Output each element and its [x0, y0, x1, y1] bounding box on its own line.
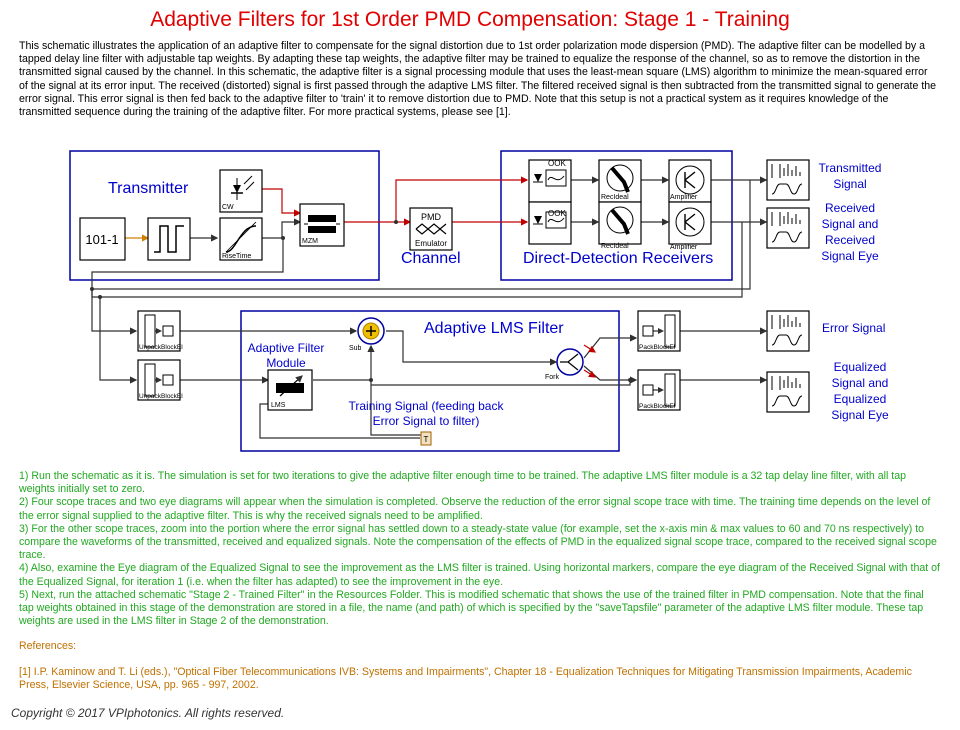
fork-module[interactable]: Fork	[545, 348, 584, 381]
transmitter-label: Transmitter	[108, 180, 189, 197]
equalized-signal-label: Equalized Signal and Equalized Signal Ey…	[831, 360, 889, 422]
ook-receiver-1[interactable]: OOK	[528, 159, 572, 203]
transmitter-wires	[91, 188, 412, 297]
channel-label: Channel	[401, 250, 461, 267]
fork-label: Fork	[545, 374, 560, 381]
amp1-label: Amplifier	[670, 194, 698, 201]
pack2-label: PackBlockEl	[639, 403, 676, 410]
references: References: [1] I.P. Kaminow and T. Li (…	[19, 640, 941, 693]
scope-transmitted[interactable]	[766, 159, 810, 201]
error-signal-label: Error Signal	[822, 321, 886, 335]
pmd-label: PMD	[421, 212, 442, 222]
subtractor-module[interactable]: Sub	[349, 317, 385, 352]
rec2-label: RecIdeal	[601, 243, 629, 250]
received-signal-label: Received Signal and Received Signal Eye	[821, 201, 879, 263]
ook1-label: OOK	[548, 159, 566, 168]
reference-1: [1] I.P. Kaminow and T. Li (eds.), "Opti…	[19, 666, 912, 692]
ook-receiver-2[interactable]: OOK	[528, 201, 572, 245]
unpack-block-2[interactable]: UnpackBlockEl	[137, 359, 183, 401]
mzm-label: MZM	[302, 238, 318, 245]
transmitted-signal-label: Transmitted Signal	[818, 161, 882, 191]
pmd-emulator-module[interactable]: PMD Emulator	[409, 207, 453, 251]
scope-equalized[interactable]	[766, 371, 810, 413]
afm-label: Adaptive Filter Module	[247, 341, 325, 370]
references-heading: References:	[19, 640, 77, 652]
step-2: 2) Four scope traces and two eye diagram…	[19, 496, 931, 522]
risetime-label: RiseTime	[222, 253, 251, 260]
pack-block-1[interactable]: PackBlockEl	[637, 310, 681, 352]
pack-block-2[interactable]: PackBlockEl	[637, 369, 681, 411]
lms-filter-module[interactable]: LMS	[267, 369, 313, 411]
receivers-label: Direct-Detection Receivers	[523, 250, 714, 267]
training-label: Training Signal (feeding back Error Sign…	[348, 399, 504, 428]
cw-laser-module[interactable]: CW	[219, 169, 263, 213]
page-title: Adaptive Filters for 1st Order PMD Compe…	[150, 8, 790, 31]
copyright: Copyright © 2017 VPIphotonics. All right…	[11, 706, 285, 720]
nrz-coder-module[interactable]	[147, 217, 191, 261]
sub-label: Sub	[349, 345, 362, 352]
amplifier-1[interactable]: Amplifier	[668, 159, 712, 203]
rec1-label: RecIdeal	[601, 194, 629, 201]
bit-sequence-label: 101-1	[85, 232, 118, 247]
unpack2-label: UnpackBlockEl	[139, 393, 183, 400]
junction-dots	[90, 220, 632, 382]
ook2-label: OOK	[548, 209, 566, 218]
rec-ideal-2[interactable]: RecIdeal	[598, 201, 642, 250]
unpack-block-1[interactable]: UnpackBlockEl	[137, 310, 183, 352]
emulator-label: Emulator	[415, 239, 447, 248]
scope-received[interactable]	[766, 207, 810, 249]
bit-generator-module[interactable]: 101-1	[79, 217, 126, 261]
amplifier-2[interactable]: Amplifier	[668, 201, 712, 251]
receiver-wires	[91, 176, 768, 384]
scope-error[interactable]	[766, 310, 810, 352]
step-5: 5) Next, run the attached schematic "Sta…	[19, 588, 924, 628]
lms-label: Adaptive LMS Filter	[424, 320, 564, 337]
lms-frame	[240, 310, 620, 452]
delay-module[interactable]: T	[420, 431, 432, 446]
mzm-module[interactable]: MZM	[299, 203, 345, 247]
receivers-frame	[500, 150, 733, 281]
pack1-label: PackBlockEl	[639, 344, 676, 351]
step-1: 1) Run the schematic as it is. The simul…	[19, 470, 907, 496]
transmitter-frame	[69, 150, 380, 281]
step-4: 4) Also, examine the Eye diagram of the …	[19, 562, 940, 588]
step-3: 3) For the other scope traces, zoom into…	[19, 522, 937, 562]
unpack1-label: UnpackBlockEl	[139, 344, 183, 351]
intro-text: This schematic illustrates the applicati…	[19, 40, 937, 119]
amp2-label: Amplifier	[670, 244, 698, 251]
cw-label: CW	[222, 204, 234, 211]
rec-ideal-1[interactable]: RecIdeal	[598, 159, 642, 203]
lms-module-label: LMS	[271, 402, 286, 409]
instructions: 1) Run the schematic as it is. The simul…	[19, 470, 941, 628]
risetime-module[interactable]: RiseTime	[219, 217, 263, 261]
delay-label: T	[424, 435, 429, 444]
